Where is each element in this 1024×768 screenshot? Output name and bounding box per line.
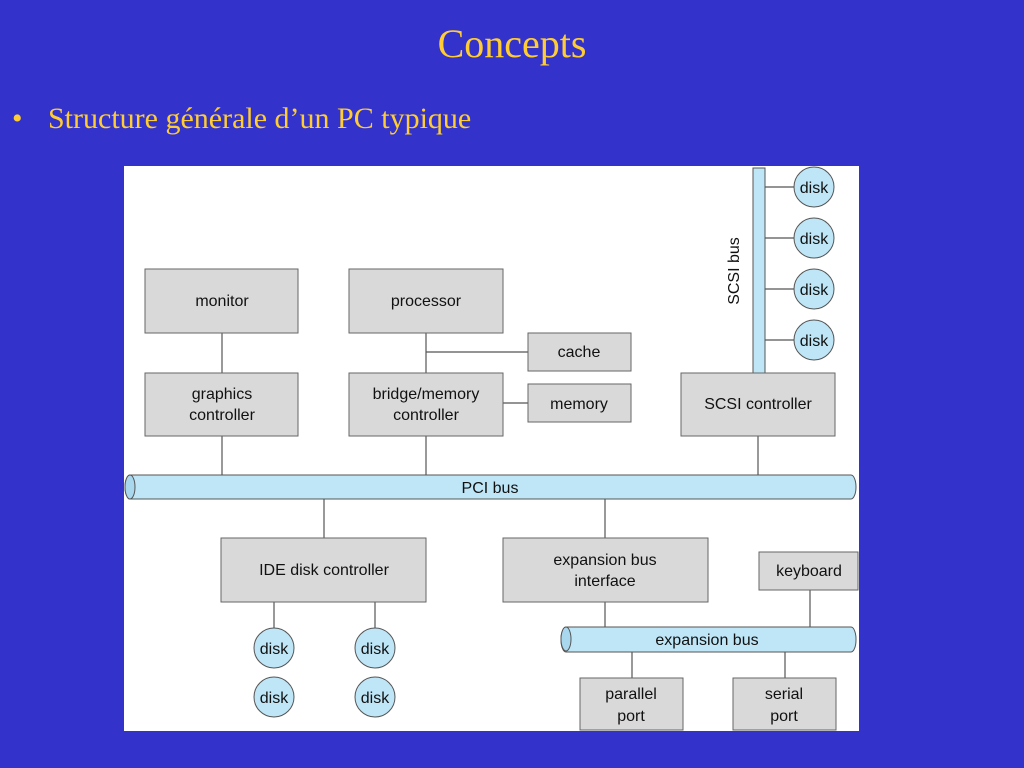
- processor-box: [348, 268, 504, 334]
- pci-bus-end: [124, 474, 136, 500]
- graphics-label-line1: graphics: [192, 386, 252, 403]
- scsi-bus-label: SCSI bus: [726, 237, 743, 305]
- scsi-bus: [752, 167, 766, 374]
- serial-label-line2: port: [770, 708, 798, 725]
- disk-label: disk: [361, 641, 390, 658]
- memory-label: memory: [550, 396, 608, 413]
- disk-scsi-3: [793, 268, 835, 310]
- expansion-bus-label-bg: [642, 629, 772, 649]
- disk-label: disk: [361, 690, 390, 707]
- expansion-bus-end: [560, 626, 572, 652]
- disk-label: disk: [800, 333, 829, 350]
- pci-bus-label-bg: [454, 477, 524, 497]
- disk-scsi-1: [793, 166, 835, 208]
- bullet-text: Structure générale d’un PC typique: [48, 102, 472, 135]
- graphics-controller-box: [144, 372, 299, 437]
- ide-controller-label: IDE disk controller: [259, 562, 389, 579]
- bridge-memory-controller-box: [348, 372, 504, 437]
- keyboard-box: [758, 551, 859, 591]
- bullet-symbol: •: [12, 102, 23, 135]
- disk-ide-4: [354, 676, 396, 718]
- slide-title: Concepts: [437, 21, 587, 66]
- pci-bus-label: PCI bus: [462, 480, 519, 497]
- monitor-box: [144, 268, 299, 334]
- memory-box: [527, 383, 632, 423]
- ide-disk-controller-box: [220, 537, 427, 603]
- bullet-item: • Structure générale d’un PC typique: [12, 102, 471, 136]
- monitor-label: monitor: [195, 293, 249, 310]
- parallel-label-line1: parallel: [605, 686, 657, 703]
- parallel-label-line2: port: [617, 708, 645, 725]
- disk-label: disk: [260, 690, 289, 707]
- disk-label: disk: [800, 282, 829, 299]
- disk-ide-3: [354, 627, 396, 669]
- serial-port-box: [732, 677, 837, 731]
- scsi-controller-label: SCSI controller: [704, 396, 812, 413]
- expansion-bus-label: expansion bus: [655, 632, 758, 649]
- serial-label-line1: serial: [765, 686, 803, 703]
- disk-scsi-2: [793, 217, 835, 259]
- expansion-if-label-line1: expansion bus: [553, 552, 656, 569]
- disk-label: disk: [260, 641, 289, 658]
- disk-ide-2: [253, 676, 295, 718]
- expansion-bus-interface-box: [502, 537, 709, 603]
- cache-label: cache: [558, 344, 601, 361]
- bridge-label-line1: bridge/memory: [373, 386, 480, 403]
- cache-box: [527, 332, 632, 372]
- disk-label: disk: [800, 180, 829, 197]
- expansion-if-label-line2: interface: [574, 573, 635, 590]
- scsi-controller-box: [680, 372, 836, 437]
- pc-structure-diagram: SCSI bus PCI bus expansion bus mo: [124, 166, 859, 731]
- processor-label: processor: [391, 293, 462, 310]
- disk-label: disk: [800, 231, 829, 248]
- keyboard-label: keyboard: [776, 563, 842, 580]
- bridge-label-line2: controller: [393, 407, 459, 424]
- graphics-label-line2: controller: [189, 407, 255, 424]
- parallel-port-box: [579, 677, 684, 731]
- disk-scsi-4: [793, 319, 835, 361]
- disk-ide-1: [253, 627, 295, 669]
